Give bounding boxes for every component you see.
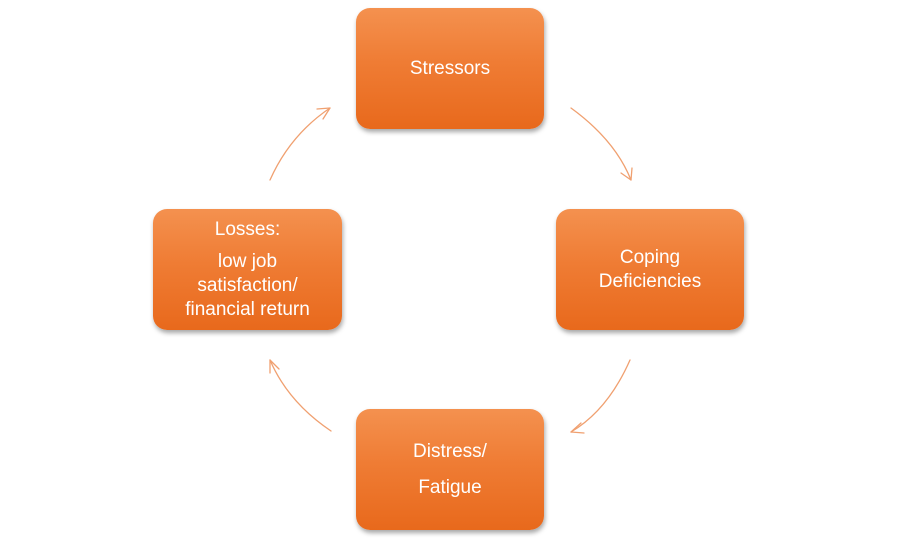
arrow-coping-to-distress — [570, 359, 631, 433]
arrow-coping-to-distress-head — [570, 422, 585, 434]
node-stressors-label: Stressors — [409, 57, 491, 79]
node-losses-label-line4: financial return — [185, 298, 310, 320]
arrow-distress-to-losses — [269, 359, 332, 432]
node-coping-deficiencies: Coping Deficiencies — [556, 209, 744, 330]
node-losses: Losses: low job satisfaction/ financial … — [153, 209, 342, 330]
node-distress-fatigue: Distress/ Fatigue — [356, 409, 544, 530]
arrow-stressors-to-coping-head — [620, 167, 633, 181]
arrow-stressors-to-coping — [570, 107, 632, 181]
node-distress-label-line2: Fatigue — [418, 476, 482, 498]
node-losses-label-line1: Losses: — [214, 218, 281, 240]
node-distress-label-line1: Distress/ — [413, 440, 487, 462]
arrow-losses-to-stressors-head — [316, 107, 331, 120]
node-coping-label-line2: Deficiencies — [598, 270, 702, 292]
node-stressors: Stressors — [356, 8, 544, 129]
arrow-distress-to-losses-head — [269, 359, 280, 374]
node-losses-label-line3: satisfaction/ — [197, 274, 298, 296]
arrow-losses-to-stressors — [269, 107, 331, 181]
node-losses-label-line2: low job — [217, 250, 278, 272]
node-coping-label-line1: Coping — [619, 246, 681, 268]
